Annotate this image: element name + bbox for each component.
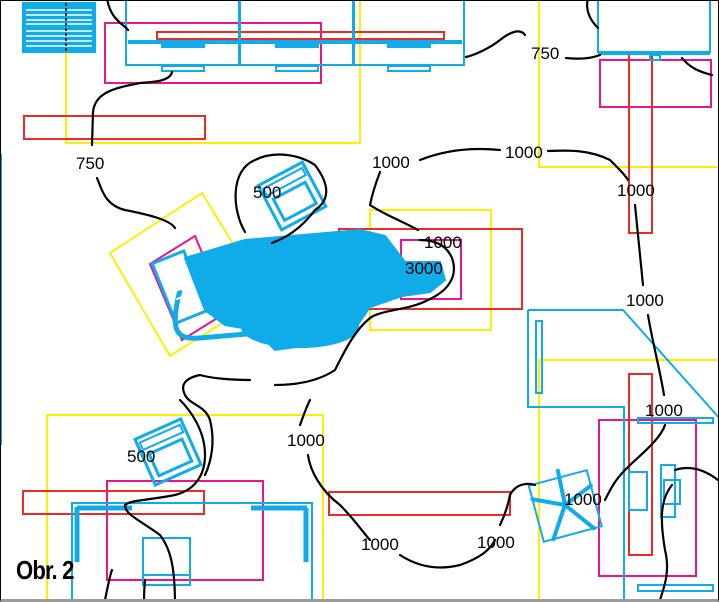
isoline-label: 750	[531, 44, 559, 63]
isoline-750-left	[90, 0, 177, 230]
isoline-label: 1000	[287, 431, 325, 450]
isoline-label: 1000	[477, 533, 515, 552]
isoline-label: 1000	[617, 181, 655, 200]
luminaire-top-strip	[156, 31, 445, 40]
isoline-label: 1000	[372, 153, 410, 172]
isoline-label: 1000	[505, 143, 543, 162]
isolines	[90, 0, 719, 600]
isoline-750-top	[464, 0, 714, 77]
stool-lower-left	[133, 417, 203, 487]
isoline-500-lower	[123, 398, 207, 600]
figure-caption: Obr. 2	[16, 555, 74, 585]
isoline-1000-lower-center	[298, 398, 372, 542]
stool-lower-right	[527, 468, 603, 543]
cabinet-top-right	[597, 0, 711, 61]
isoline-label: 1000	[564, 490, 602, 509]
isoline-label: 1000	[645, 401, 683, 420]
luminaire-right-vertical	[628, 51, 653, 234]
isoline-500-upper	[234, 153, 328, 245]
isoline-1000-right	[603, 203, 667, 502]
isoline-1000-bottom-arc	[398, 482, 537, 569]
shelf-bar-right-lower	[637, 584, 714, 592]
luminaire-bottom-right-vertical	[628, 373, 653, 556]
task-area-bottom-left	[46, 414, 324, 600]
isoline-1000-right-low	[658, 466, 719, 600]
isoline-1000-lower-left-tail	[103, 568, 147, 600]
headrest	[150, 249, 210, 325]
isoline-label: 1000	[424, 233, 462, 252]
luminaire-bottom-center	[328, 491, 511, 516]
isoline-1000-center	[273, 147, 630, 387]
isoline-labels: 750 750 500 1000 1000 1000 1000 3000 100…	[76, 44, 683, 554]
work-zone-bottom-left	[106, 480, 264, 581]
dental-chair	[150, 228, 447, 352]
shelf-bar-right-upper	[637, 417, 714, 424]
isoline-label: 1000	[626, 291, 664, 310]
task-area-top-left	[65, 0, 361, 144]
isoline-label: 1000	[361, 535, 399, 554]
isoline-label: 3000	[405, 259, 443, 278]
cabinet-striped	[22, 2, 96, 53]
isoline-label: 500	[127, 447, 155, 466]
isoline-1000-left-loop	[182, 373, 252, 477]
luminaire-left	[23, 115, 206, 140]
counter-units-top	[125, 0, 465, 72]
work-zones	[104, 22, 712, 581]
stool-upper	[256, 160, 328, 232]
work-zone-top-left	[104, 22, 322, 84]
cabinet-right-lshape	[527, 309, 719, 600]
instrument-tray-right	[660, 464, 681, 518]
work-zone-bottom-right	[598, 419, 697, 577]
isoline-label: 500	[253, 183, 281, 202]
cabinet-right-small	[628, 471, 648, 511]
isoline-label: 750	[76, 154, 104, 173]
desk-bottom-left	[71, 502, 313, 600]
